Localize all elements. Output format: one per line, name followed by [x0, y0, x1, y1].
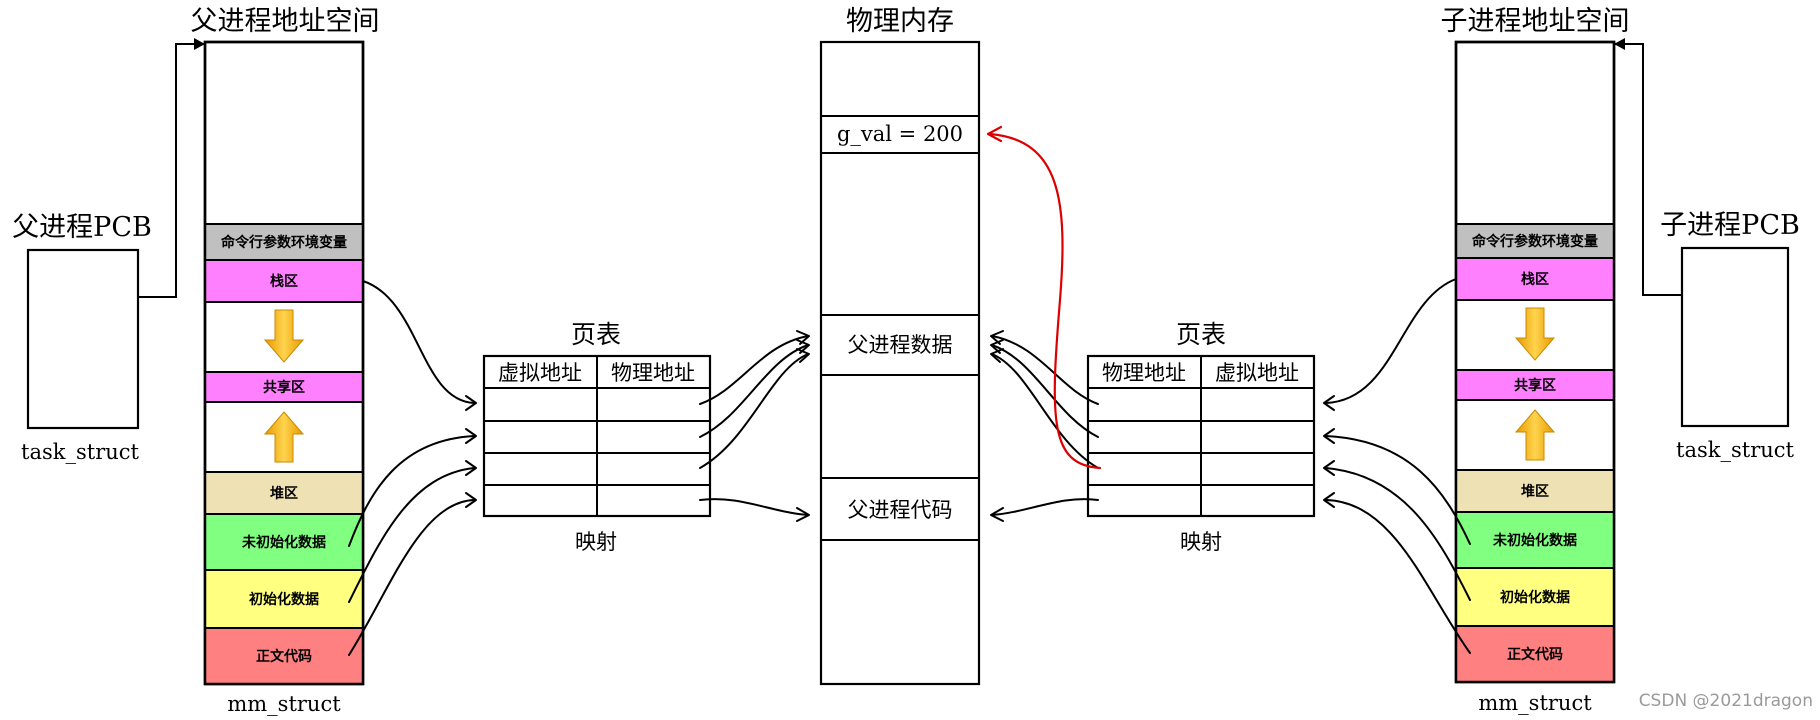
right-page-table [1086, 354, 1316, 518]
child-address-space-column: 命令行参数环境变量 栈区 共享区 堆区 未初始化数据 初始化数据 正文代码 [1454, 40, 1616, 684]
parent-segment-heap-label: 堆区 [270, 485, 298, 502]
child-pcb-box [1680, 246, 1790, 428]
watermark: CSDN @2021dragon [1639, 691, 1813, 711]
child-stack-growth-down-arrow-icon [1514, 307, 1556, 361]
child-segment-shared-label: 共享区 [1514, 377, 1556, 394]
right-page-table-title: 页表 [1176, 320, 1226, 349]
right-table-col-virtual: 虚拟地址 [1215, 361, 1299, 385]
child-mm-struct-label: mm_struct [1478, 691, 1592, 715]
parent-address-space-title: 父进程地址空间 [191, 6, 380, 37]
child-pcb-connector-head [1614, 38, 1625, 50]
parent-mm-struct-label: mm_struct [227, 692, 341, 716]
child-segment-shared [1455, 369, 1615, 401]
child-segment-args-label: 命令行参数环境变量 [1471, 233, 1598, 250]
parent-segment-stack-label: 栈区 [270, 273, 298, 290]
parent-pcb-label: 父进程PCB [12, 212, 152, 243]
left-page-table-title: 页表 [571, 320, 621, 349]
child-heap-growth-up-arrow-icon [1514, 409, 1556, 461]
right-table-col-physical: 物理地址 [1102, 361, 1186, 385]
physical-parent-code-cell: 父进程代码 [848, 498, 953, 522]
parent-address-space-column: 命令行参数环境变量 栈区 共享区 堆区 未初始化数据 初始化数据 正文代码 [203, 40, 365, 686]
physical-memory-column [819, 40, 981, 686]
parent-segment-bss-label: 未初始化数据 [242, 534, 326, 551]
parent-pcb-connector [138, 43, 205, 298]
child-to-gval-red-arrow [986, 125, 1102, 470]
child-task-struct-label: task_struct [1676, 438, 1795, 462]
left-table-col-virtual: 虚拟地址 [498, 361, 582, 385]
map-parent-stack-to-table [362, 280, 475, 404]
child-pcb-label: 子进程PCB [1660, 210, 1800, 241]
mapping-arrows [348, 278, 1471, 656]
parent-pcb-box [26, 248, 140, 430]
parent-pcb-connector-head [194, 38, 205, 50]
parent-segment-stack [204, 259, 364, 303]
parent-segment-data-label: 初始化数据 [249, 591, 319, 608]
child-segment-bss-label: 未初始化数据 [1493, 532, 1577, 549]
child-segment-data-label: 初始化数据 [1500, 589, 1570, 606]
child-pcb-connector [1614, 43, 1682, 296]
parent-task-struct-label: task_struct [21, 440, 140, 464]
physical-parent-data-cell: 父进程数据 [848, 333, 953, 357]
parent-segment-shared-label: 共享区 [263, 379, 305, 396]
child-segment-text-label: 正文代码 [1507, 646, 1563, 663]
parent-segment-args-label: 命令行参数环境变量 [220, 234, 347, 251]
right-table-caption: 映射 [1180, 530, 1222, 554]
parent-stack-growth-down-arrow-icon [263, 309, 305, 363]
left-table-col-physical: 物理地址 [611, 361, 695, 385]
child-segment-heap-label: 堆区 [1521, 483, 1549, 500]
parent-segment-text-label: 正文代码 [256, 648, 312, 665]
physical-gval-cell: g_val = 200 [837, 122, 963, 146]
left-page-table [482, 354, 712, 518]
child-address-space-title: 子进程地址空间 [1441, 6, 1630, 37]
parent-heap-growth-up-arrow-icon [263, 411, 305, 463]
physical-memory-title: 物理内存 [846, 6, 954, 37]
child-segment-stack-label: 栈区 [1521, 271, 1549, 288]
child-segment-stack [1455, 257, 1615, 301]
left-table-caption: 映射 [575, 530, 617, 554]
